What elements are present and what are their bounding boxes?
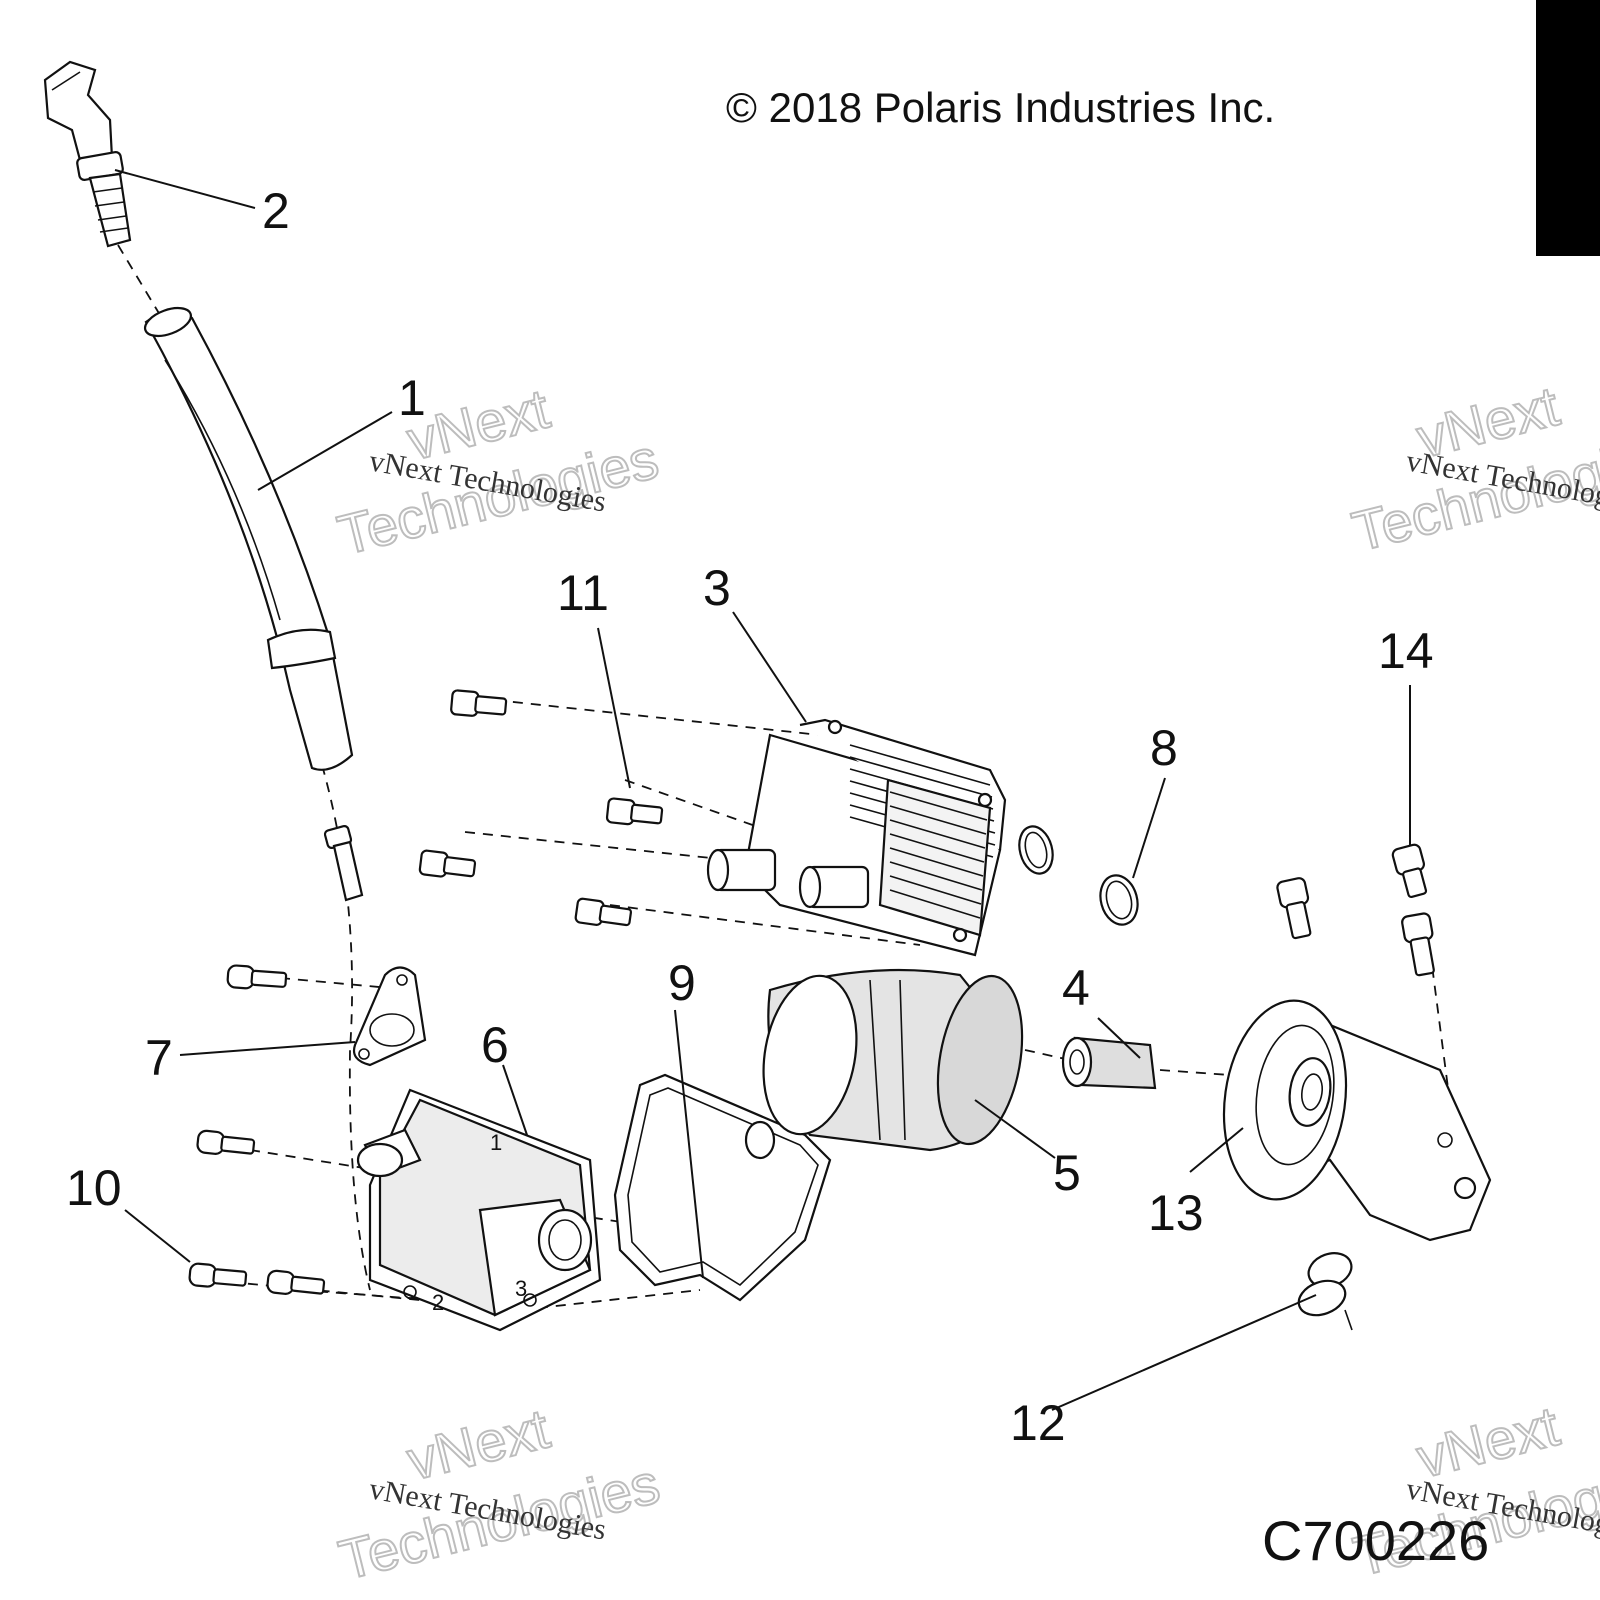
callout-12: 12 [1010,1395,1066,1451]
page-edge-tab [1536,0,1600,256]
gasket-part-7 [352,966,427,1067]
callout-10: 10 [66,1160,122,1216]
bolts-part-14 [1276,843,1435,977]
o-ring-cooler [1018,825,1054,875]
bolts-part-10 [188,1129,326,1295]
callout-13: 13 [1148,1185,1204,1241]
copyright-text: © 2018 Polaris Industries Inc. [726,84,1276,131]
callout-4: 4 [1062,960,1090,1016]
housing-marking-3: 3 [515,1276,527,1301]
filter-housing-part-6: 1 2 3 [356,1088,602,1332]
callout-5: 5 [1053,1145,1081,1201]
watermark-top-left: vNext Technologies [331,375,665,567]
callouts: 1 2 3 11 8 4 5 6 7 9 10 12 13 14 [66,183,1434,1451]
gasket-part-9 [613,1073,832,1302]
filter-adapter-part-13 [1222,999,1492,1242]
bolt-part-7 [226,964,288,990]
callout-7: 7 [145,1030,173,1086]
oil-filter-part-5 [762,968,1024,1152]
leader-lines [114,169,1411,1411]
o-ring-part-8 [1099,874,1139,926]
housing-marking-1: 1 [490,1130,502,1155]
watermark-bottom-left: vNext Technologies [332,1395,666,1592]
callout-8: 8 [1150,720,1178,776]
bolt-upper-left [323,824,364,902]
svg-text:vNext: vNext [401,1396,556,1492]
oil-cooler-part-3 [706,718,1007,957]
dipstick-part-2 [43,60,132,248]
callout-6: 6 [481,1017,509,1073]
bolts-part-11 [418,689,664,927]
callout-1: 1 [398,370,426,426]
callout-11: 11 [557,565,609,621]
clip-part-12 [1297,1252,1353,1331]
spacer-part-4 [1061,1036,1157,1090]
svg-text:vNext: vNext [1411,1394,1566,1490]
callout-3: 3 [703,560,731,616]
callout-14: 14 [1378,623,1434,679]
dipstick-tube-part-1 [143,306,354,771]
housing-marking-2: 2 [432,1290,444,1315]
callout-2: 2 [262,183,290,239]
drawing-number: C700226 [1262,1509,1490,1572]
callout-9: 9 [668,955,696,1011]
